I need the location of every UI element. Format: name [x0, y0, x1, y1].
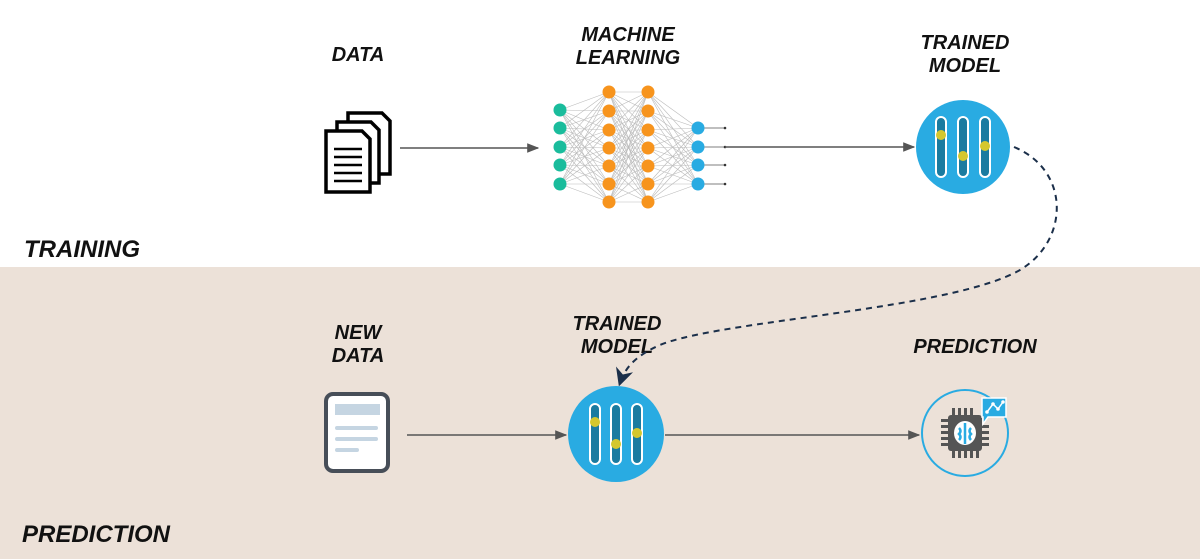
nn-connection: [559, 91, 610, 111]
nn-output-node: [691, 177, 705, 191]
nn-connection: [608, 91, 649, 112]
nn-connection: [559, 183, 610, 203]
nn-input-node: [553, 121, 567, 135]
nn-connection: [559, 164, 610, 203]
nn-connection: [608, 91, 649, 185]
new-data-label: NEW DATA: [331, 322, 385, 367]
nn-hidden-node: [602, 195, 616, 209]
section-label-training: TRAINING: [24, 236, 140, 263]
prediction-chip-icon: [921, 389, 1009, 477]
nn-connection: [608, 91, 649, 203]
nn-connection: [559, 147, 610, 166]
nn-output-dot: [723, 126, 727, 130]
nn-connection: [559, 91, 610, 148]
nn-connection: [647, 146, 699, 167]
nn-connection: [647, 127, 699, 203]
trained-model-icon-top: [916, 100, 1010, 194]
machine-learning-label: MACHINE LEARNING: [575, 24, 681, 69]
trained-model-label-bottom: TRAINED MODEL: [572, 313, 662, 358]
nn-connection: [647, 127, 699, 185]
nn-connection: [559, 127, 610, 185]
nn-connection: [647, 129, 699, 148]
nn-connection: [559, 91, 610, 129]
nn-connection: [559, 129, 610, 185]
nn-connection: [647, 147, 699, 185]
nn-connection: [608, 91, 649, 131]
documents-stack-icon: [324, 111, 392, 194]
nn-connection: [647, 91, 699, 129]
section-label-prediction: PREDICTION: [22, 521, 171, 548]
nn-hidden-node: [641, 123, 655, 137]
nn-connection: [559, 91, 610, 166]
nn-connection: [608, 91, 649, 149]
nn-connection: [608, 110, 649, 203]
nn-connection: [608, 165, 649, 203]
new-data-document-icon: [324, 392, 390, 473]
nn-hidden-node: [602, 141, 616, 155]
nn-connection: [647, 127, 699, 149]
nn-connection: [647, 127, 699, 131]
nn-connection: [647, 129, 699, 185]
nn-hidden-node: [602, 123, 616, 137]
prediction-output-label: PREDICTION: [913, 336, 1037, 358]
nn-connection: [647, 165, 699, 185]
nn-output-node: [691, 158, 705, 172]
nn-input-node: [553, 177, 567, 191]
nn-hidden-node: [641, 159, 655, 173]
nn-input-node: [553, 140, 567, 154]
data-label: DATA: [331, 44, 385, 66]
nn-connection: [559, 110, 610, 185]
nn-connection: [559, 127, 610, 203]
nn-connection: [647, 110, 699, 129]
nn-hidden-node: [641, 195, 655, 209]
nn-output-dot: [723, 182, 727, 186]
nn-connection: [608, 91, 649, 167]
nn-connection: [647, 146, 699, 149]
nn-hidden-node: [641, 141, 655, 155]
nn-connection: [559, 109, 610, 131]
nn-input-node: [553, 158, 567, 172]
nn-connection: [559, 147, 610, 185]
nn-output-node: [691, 121, 705, 135]
trained-model-label-top: TRAINED MODEL: [920, 32, 1010, 77]
nn-connection: [559, 109, 610, 112]
nn-connection: [647, 164, 699, 203]
nn-hidden-node: [602, 159, 616, 173]
nn-hidden-node: [602, 85, 616, 99]
nn-connection: [647, 127, 699, 167]
nn-connection: [647, 183, 699, 203]
nn-hidden-node: [641, 104, 655, 118]
dashed-transfer-arrow: [616, 146, 1058, 387]
nn-hidden-node: [602, 104, 616, 118]
nn-connection: [559, 165, 610, 185]
nn-connection: [559, 91, 610, 185]
neural-network-icon: [553, 85, 727, 209]
trained-model-icon-bottom: [568, 386, 664, 482]
nn-connection: [608, 129, 649, 203]
nn-connection: [559, 164, 610, 167]
nn-connection: [608, 147, 649, 203]
nn-hidden-node: [641, 177, 655, 191]
nn-output-node: [691, 140, 705, 154]
nn-hidden-node: [641, 85, 655, 99]
nn-output-dot: [723, 163, 727, 167]
nn-connection: [647, 146, 699, 203]
nn-input-node: [553, 103, 567, 117]
nn-connection: [608, 183, 649, 203]
nn-hidden-node: [602, 177, 616, 191]
